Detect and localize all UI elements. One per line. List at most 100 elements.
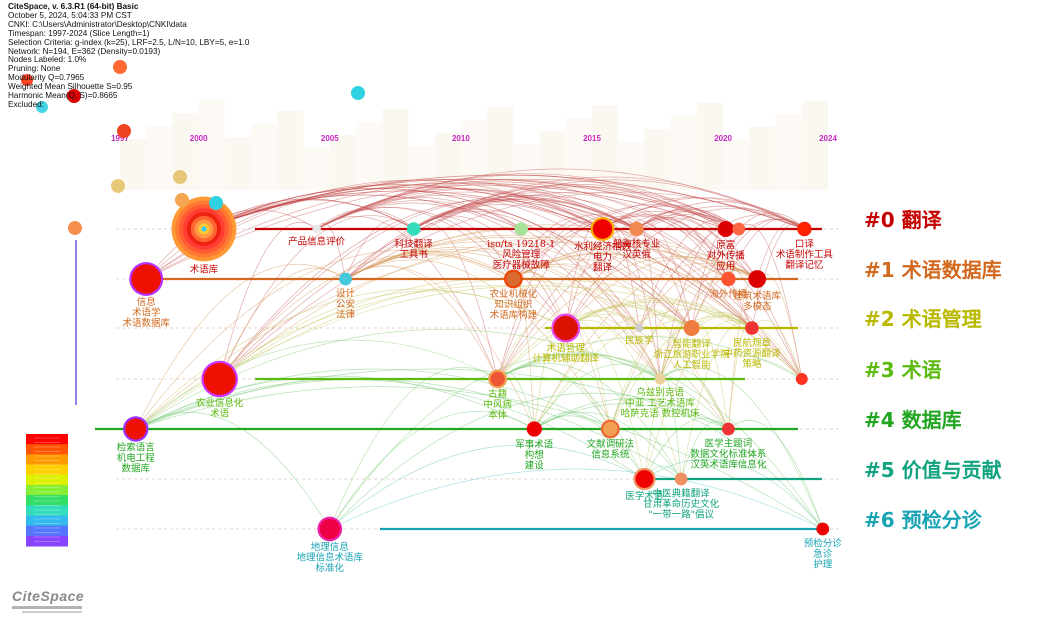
- node-label: 信息: [137, 296, 156, 308]
- keyword-node[interactable]: 产品信息评价: [288, 224, 346, 248]
- node-label: 水利经济指数: [574, 241, 632, 253]
- cluster-label[interactable]: #5 价值与贡献: [864, 458, 1002, 482]
- node-label: 医学主题词: [705, 437, 753, 449]
- keyword-node[interactable]: [795, 373, 808, 385]
- link-arc: [219, 191, 739, 380]
- node-dot: [674, 472, 688, 486]
- link-arc: [345, 219, 414, 280]
- node-label: 计算机辅助翻译: [533, 353, 600, 365]
- link-arc: [644, 418, 729, 480]
- link-arc: [513, 242, 758, 280]
- node-dot: [319, 518, 340, 540]
- node-label: 中药资源翻译: [723, 347, 781, 359]
- node-dot: [732, 222, 746, 236]
- node-label: 汉英俄: [622, 249, 651, 261]
- link-arc: [203, 182, 726, 230]
- link-arc: [534, 398, 729, 430]
- slice-column: [382, 109, 409, 190]
- year-tick-label: 2020: [714, 134, 732, 143]
- cluster-label[interactable]: #6 预检分诊: [864, 508, 983, 532]
- legend-swatch: [26, 484, 68, 496]
- burst-dot: [36, 101, 48, 113]
- link-arc: [345, 186, 740, 280]
- link-arc: [513, 197, 805, 280]
- cluster-label[interactable]: #2 术语管理: [864, 307, 982, 331]
- node-dot: [603, 421, 618, 437]
- legend-swatch: [26, 474, 68, 486]
- cluster-labels[interactable]: #0 翻译 #1 术语数据库 #2 术语管理 #3 术语 #4 数据库 #5 价值与贡献 #…: [864, 208, 1002, 532]
- link-arc: [691, 314, 803, 380]
- node-label: 术语库: [190, 263, 219, 275]
- keyword-node[interactable]: 医学术语: [625, 467, 664, 502]
- link-arc: [659, 316, 753, 380]
- link-arc: [316, 189, 753, 329]
- slice-column: [146, 126, 173, 190]
- link-arc: [610, 370, 661, 430]
- link-arc: [203, 194, 522, 230]
- year-color-legend: [26, 434, 68, 547]
- keyword-node[interactable]: 海外传播: [709, 271, 748, 300]
- node-label: 科技翻译: [395, 238, 434, 250]
- link-arc: [533, 263, 758, 430]
- link-arc: [513, 252, 753, 329]
- slice-column: [487, 107, 514, 190]
- cluster-label[interactable]: #1 术语数据库: [864, 258, 1002, 282]
- node-label: 中风病: [483, 399, 512, 411]
- node-dot: [592, 219, 613, 239]
- link-arc: [203, 184, 753, 329]
- link-arc: [728, 420, 824, 530]
- link-arc: [610, 268, 758, 430]
- link-arc: [329, 411, 535, 530]
- node-dot: [125, 418, 147, 440]
- node-label: 信息系统: [591, 449, 630, 461]
- node-label: 民族学: [625, 334, 654, 346]
- link-arc: [219, 199, 603, 380]
- cluster-label[interactable]: #0 翻译: [864, 208, 943, 232]
- year-tick-label: 2010: [452, 134, 470, 143]
- cluster-label[interactable]: #3 术语: [864, 358, 942, 382]
- node-label: 法律: [336, 308, 356, 320]
- node-label: 术语制作工具: [776, 249, 834, 261]
- legend-swatch: [26, 464, 68, 476]
- summary-line: CiteSpace, v. 6.3.R1 (64-bit) Basic: [8, 2, 139, 11]
- link-arc: [513, 263, 729, 430]
- slice-column: [251, 124, 278, 190]
- keyword-node[interactable]: 术语库: [171, 196, 237, 276]
- keyword-node[interactable]: 民族学: [625, 323, 654, 347]
- link-arc: [345, 179, 805, 280]
- node-label: 地理信息术语库: [297, 552, 364, 564]
- legend-swatch: [26, 525, 68, 537]
- keyword-node[interactable]: [732, 222, 746, 236]
- node-label: 军事术语: [515, 439, 554, 451]
- cluster-label[interactable]: #4 数据库: [864, 408, 962, 432]
- link-arc: [219, 236, 758, 380]
